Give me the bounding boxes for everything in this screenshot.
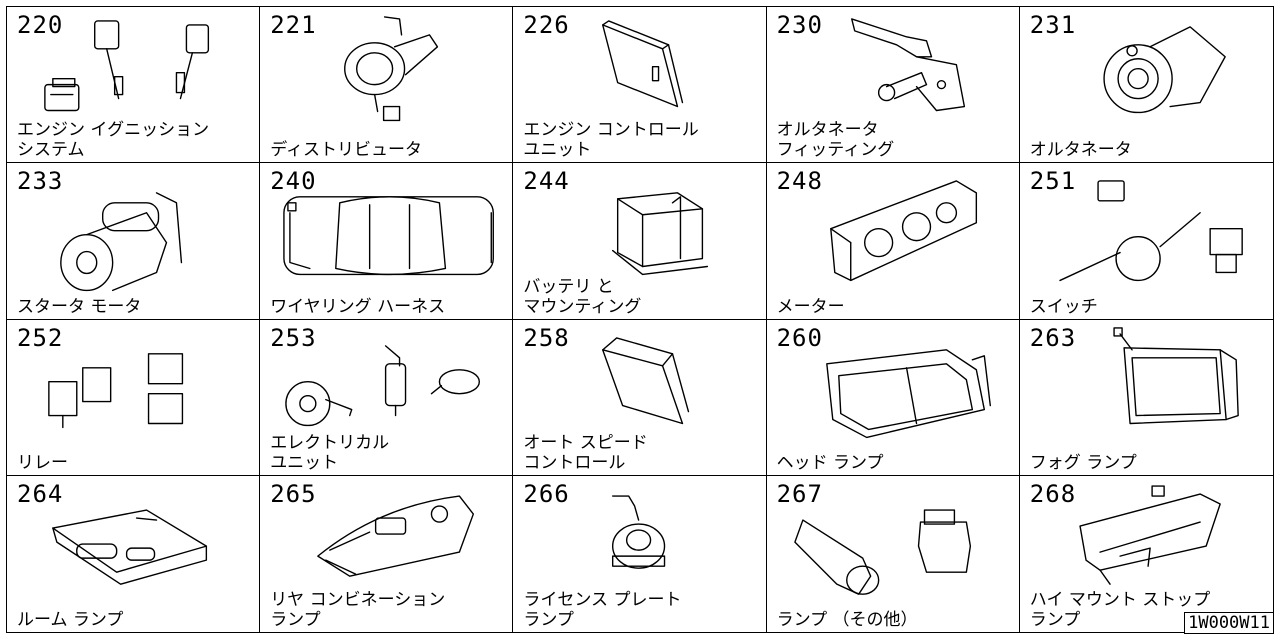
section-code: 244 <box>523 167 570 196</box>
section-label: メーター <box>776 296 845 317</box>
section-266[interactable]: 266 ライセンス プレート ランプ <box>513 475 767 632</box>
section-226[interactable]: 226 エンジン コントロール ユニット <box>513 7 767 164</box>
meter-cluster-icon <box>829 180 977 282</box>
section-code: 231 <box>1029 11 1077 39</box>
starter-motor-icon <box>60 192 183 292</box>
headlamp-icon <box>825 348 991 438</box>
section-label: リヤ コンビネーション ランプ <box>270 590 446 630</box>
section-231[interactable]: 231 オルタネータ <box>1019 7 1273 164</box>
section-label: フォグ ランプ <box>1029 452 1137 473</box>
bulb-socket-icon <box>793 509 971 595</box>
section-label: ヘッド ランプ <box>776 452 884 473</box>
distributor-icon <box>344 16 439 122</box>
section-code: 230 <box>776 11 823 39</box>
section-label: ライセンス プレート ランプ <box>523 590 682 630</box>
fog-lamp-icon <box>1113 326 1239 424</box>
section-233[interactable]: 233 スタータ モータ <box>7 163 261 320</box>
alternator-bracket-icon <box>850 18 965 112</box>
section-264[interactable]: 264 ルーム ランプ <box>7 475 261 632</box>
section-253[interactable]: 253 エレクトリカル ユニット <box>260 319 514 476</box>
section-230[interactable]: 230 オルタネータ フィッティング <box>766 7 1020 164</box>
section-label: ハイ マウント ストップ ランプ <box>1029 590 1211 630</box>
section-248[interactable]: 248 メーター <box>766 163 1020 320</box>
section-label: スタータ モータ <box>17 296 142 317</box>
section-244[interactable]: 244 バッテリ と マウンティング <box>513 163 767 320</box>
license-plate-lamp-icon <box>612 495 666 569</box>
section-label: ルーム ランプ <box>17 610 124 630</box>
section-code: 252 <box>17 323 64 352</box>
switch-icon <box>1059 180 1243 282</box>
section-code: 265 <box>270 479 317 508</box>
section-code: 233 <box>17 167 64 196</box>
rear-combination-lamp-icon <box>317 495 475 577</box>
section-label: オート スピード コントロール <box>523 432 648 473</box>
section-code: 258 <box>523 323 570 352</box>
section-251[interactable]: 251 スイッチ <box>1019 163 1273 320</box>
section-code: 263 <box>1029 323 1077 352</box>
section-240[interactable]: 240 ワイヤリング ハーネス <box>260 163 514 320</box>
battery-icon <box>612 192 709 276</box>
section-260[interactable]: 260 ヘッド ランプ <box>766 319 1020 476</box>
section-268[interactable]: 268 ハイ マウント ストップ ランプ <box>1020 476 1273 632</box>
section-label: エンジン コントロール ユニット <box>523 120 699 161</box>
section-label: ワイヤリング ハーネス <box>270 296 446 317</box>
section-label: オルタネータ <box>1029 140 1132 161</box>
control-unit-icon <box>602 20 684 108</box>
parts-grid: 220 エンジン イグニッション システム 221 ディストリビュータ 226 エンジン… <box>6 6 1274 633</box>
relay-icon <box>48 352 184 428</box>
wiring-harness-car-icon <box>283 196 495 276</box>
section-code: 267 <box>776 479 823 508</box>
section-code: 266 <box>523 479 570 508</box>
section-code: 220 <box>17 11 64 39</box>
section-code: 221 <box>270 11 317 39</box>
section-label: スイッチ <box>1029 296 1098 317</box>
section-label: エンジン イグニッション システム <box>17 120 210 161</box>
section-258[interactable]: 258 オート スピード コントロール <box>513 319 767 476</box>
section-252[interactable]: 252 リレー <box>7 319 261 476</box>
section-label: オルタネータ フィッティング <box>776 120 895 161</box>
section-221[interactable]: 221 ディストリビュータ <box>260 7 514 164</box>
section-263[interactable]: 263 フォグ ランプ <box>1019 320 1273 476</box>
section-label: ランプ （その他） <box>776 610 918 630</box>
alternator-icon <box>1103 26 1226 114</box>
high-mount-stop-lamp-icon <box>1079 485 1221 585</box>
section-code: 248 <box>776 167 823 196</box>
section-label: リレー <box>17 452 68 473</box>
section-code: 226 <box>523 11 570 39</box>
section-label: バッテリ と マウンティング <box>523 276 642 317</box>
section-220[interactable]: 220 エンジン イグニッション システム <box>7 7 261 164</box>
section-code: 264 <box>17 479 64 508</box>
section-code: 260 <box>776 323 823 352</box>
section-267[interactable]: 267 ランプ （その他） <box>767 475 1020 632</box>
horn-icon <box>285 344 481 426</box>
diagram-reference-code: 1W000W11 <box>1184 612 1274 634</box>
section-code: 268 <box>1029 479 1077 508</box>
speed-control-unit-icon <box>602 336 690 424</box>
section-label: ディストリビュータ <box>270 140 422 161</box>
section-label: エレクトリカル ユニット <box>270 432 390 473</box>
ignition-coil-spark-plug-icon <box>44 20 210 112</box>
section-code: 251 <box>1029 167 1077 196</box>
section-code: 240 <box>270 167 317 196</box>
section-265[interactable]: 265 リヤ コンビネーション ランプ <box>260 475 514 632</box>
section-code: 253 <box>270 323 317 352</box>
room-lamp-icon <box>52 509 208 585</box>
